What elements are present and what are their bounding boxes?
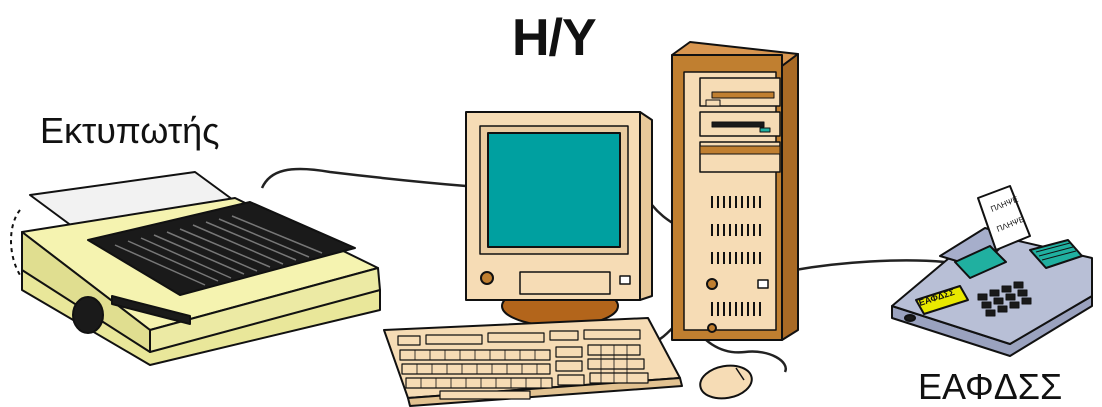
tower-drive-2-slot — [712, 122, 764, 127]
printer-label: Εκτυπωτής — [40, 110, 219, 152]
tower-drive-1-slot — [712, 92, 774, 98]
monitor-power-button — [481, 272, 493, 284]
mouse — [698, 362, 755, 403]
tower — [672, 42, 798, 340]
printer — [11, 172, 380, 365]
printer-cable — [262, 169, 466, 188]
tower-drive-2-led — [760, 128, 770, 132]
monitor — [466, 112, 652, 326]
register-label: ΕΑΦΔΣΣ — [918, 366, 1062, 407]
register-cable — [795, 260, 945, 270]
monitor-control-panel — [520, 272, 610, 294]
tower-side — [782, 54, 798, 340]
printer-paper-fanfold — [11, 210, 20, 275]
tower-drive-1-button — [706, 100, 720, 106]
keyboard — [384, 318, 682, 406]
diagram-title: Η/Υ — [512, 8, 596, 68]
monitor-tower-cable — [652, 205, 674, 224]
tower-drive-3-bar — [700, 146, 780, 154]
monitor-screen — [488, 133, 620, 247]
tower-power-button — [707, 279, 717, 289]
register-button — [905, 315, 915, 321]
monitor-led — [620, 276, 630, 284]
tower-reset-button — [708, 324, 716, 332]
mouse-body — [698, 362, 755, 403]
tower-indicator — [758, 280, 768, 288]
monitor-side — [640, 112, 652, 300]
printer-knob — [73, 297, 103, 333]
